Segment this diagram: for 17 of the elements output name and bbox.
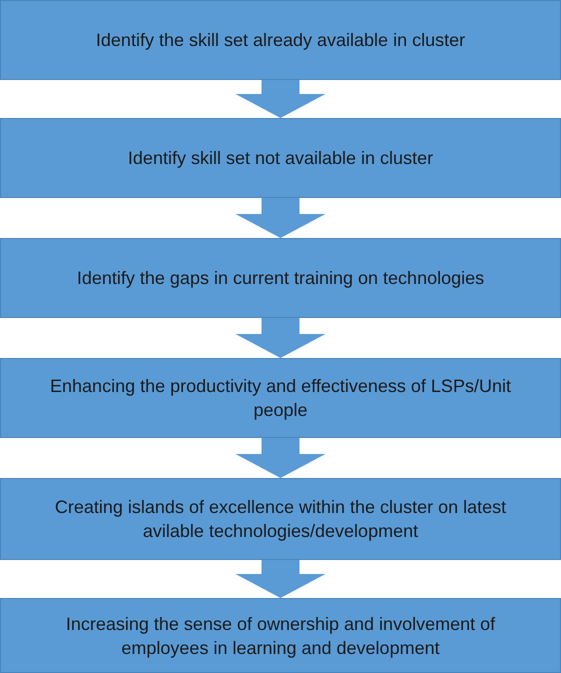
- step-text: Increasing the sense of ownership and involvement of employees in learning and development: [64, 612, 496, 660]
- process-box: [0, 478, 561, 560]
- down-arrow: [236, 80, 326, 118]
- step-text: Creating islands of excellence within the cluster on latest avilable technologies/development: [54, 496, 508, 543]
- process-box: [0, 118, 561, 198]
- down-arrow: [236, 198, 326, 238]
- down-arrow: [236, 438, 326, 478]
- step-text: Identify skill set not available in cluster: [128, 147, 434, 170]
- down-arrow: [236, 560, 326, 598]
- process-box: [0, 358, 561, 438]
- step-text: Identify the skill set already available in cluster: [96, 29, 466, 52]
- step-text: Enhancing the productivity and effectiveness of LSPs/Unit people: [49, 375, 512, 422]
- process-box: [0, 238, 561, 318]
- step-text: Identify the gaps in current training on technologies: [76, 267, 484, 290]
- down-arrow: [236, 318, 326, 358]
- process-box: [0, 0, 561, 80]
- process-box: [0, 598, 561, 673]
